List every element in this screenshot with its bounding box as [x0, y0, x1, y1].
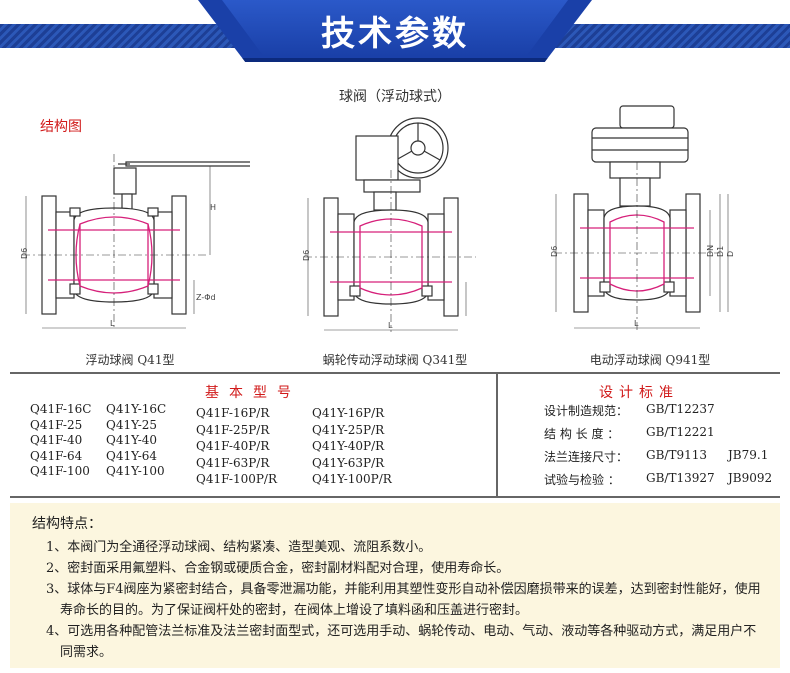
- dim-label-dn: DN: [706, 245, 715, 257]
- structure-label: 结构图: [40, 119, 82, 135]
- standard-value: GB/T12237: [646, 402, 715, 416]
- dim-label-l-2: L: [388, 321, 393, 330]
- spec-divider: [496, 374, 498, 496]
- lever-handle: [125, 161, 250, 167]
- standard-value: GB/T12221: [646, 425, 715, 439]
- features-panel: 结构特点： 1、本阀门为全通径浮动球阀、结构紧凑、造型美观、流阻系数小。 2、密…: [10, 503, 780, 668]
- feature-item: 3、球体与F4阀座为紧密封结合，具备零泄漏功能，并能利用其塑性变形自动补偿因磨损…: [46, 582, 761, 618]
- models-col-2: Q41Y-16C Q41Y-25 Q41Y-40 Q41Y-64 Q41Y-10…: [106, 402, 166, 480]
- dim-label-d6-3: D6: [550, 246, 559, 257]
- model-item: Q41F-100P/R: [196, 472, 278, 486]
- page-title: 技术参数: [321, 14, 469, 54]
- valve-drawing-q941: D6 DN D1 D L: [550, 105, 735, 332]
- model-item: Q41F-40: [30, 433, 83, 447]
- model-item: Q41F-16P/R: [196, 406, 270, 420]
- feature-item: 1、本阀门为全通径浮动球阀、结构紧凑、造型美观、流阻系数小。: [46, 540, 432, 555]
- valve-drawing-q41: D6 H L Z-Φd: [20, 154, 250, 329]
- standard-extra: JB79.1: [728, 448, 769, 462]
- model-item: Q41Y-63P/R: [312, 455, 385, 470]
- models-col-3: Q41F-16P/R Q41F-25P/R Q41F-40P/R Q41F-63…: [196, 405, 277, 488]
- dim-label-l-3: L: [634, 319, 639, 328]
- banner-tab-highlight: [222, 0, 568, 56]
- models-col-1: Q41F-16C Q41F-25 Q41F-40 Q41F-64 Q41F-10…: [30, 402, 91, 480]
- dim-label-d1: D1: [716, 246, 725, 257]
- model-item: Q41Y-16P/R: [312, 406, 385, 420]
- model-item: Q41F-25: [30, 417, 83, 432]
- model-item: Q41Y-40: [106, 433, 158, 447]
- dim-label-d6-2: D6: [302, 250, 311, 261]
- standard-label: 试验与检验 ：: [544, 473, 620, 487]
- model-item: Q41Y-40P/R: [312, 439, 385, 453]
- dim-label-d6: D6: [20, 248, 29, 259]
- model-item: Q41F-64: [30, 448, 83, 463]
- standard-label: 法兰连接尺寸：: [544, 450, 629, 464]
- dim-label-l: L: [110, 319, 115, 328]
- standard-value: GB/T9113: [646, 448, 707, 462]
- features-list: 1、本阀门为全通径浮动球阀、结构紧凑、造型美观、流阻系数小。 2、密封面采用氟塑…: [46, 537, 766, 663]
- standard-label: 结 构 长 度 ：: [544, 427, 620, 441]
- features-title: 结构特点：: [32, 516, 102, 532]
- models-heading: 基本型号: [205, 385, 301, 401]
- model-item: Q41Y-25: [106, 417, 158, 432]
- dim-label-d: D: [726, 251, 735, 257]
- dim-label-z: Z-Φd: [196, 293, 216, 302]
- feature-item: 2、密封面采用氟塑料、合金钢或硬质合金，密封副材料配对合理，使用寿命长。: [46, 561, 510, 576]
- standard-value: GB/T13927: [646, 471, 715, 485]
- feature-item: 4、可选用各种配管法兰标准及法兰密封面型式，还可选用手动、蜗轮传动、电动、气动、…: [46, 624, 757, 660]
- standard-extra: JB9092: [728, 471, 773, 485]
- model-item: Q41Y-100P/R: [312, 472, 392, 486]
- standard-label: 设计制造规范：: [544, 404, 629, 418]
- model-item: Q41F-100: [30, 464, 90, 478]
- dim-label-h: H: [210, 203, 216, 212]
- model-item: Q41Y-100: [106, 464, 165, 478]
- model-item: Q41F-16C: [30, 402, 92, 416]
- section-subtitle: 球阀（浮动球式）: [339, 89, 451, 105]
- model-item: Q41Y-64: [106, 448, 158, 463]
- model-item: Q41F-25P/R: [196, 422, 270, 437]
- model-item: Q41F-40P/R: [196, 439, 270, 453]
- model-item: Q41Y-16C: [106, 402, 167, 416]
- models-col-4: Q41Y-16P/R Q41Y-25P/R Q41Y-40P/R Q41Y-63…: [312, 405, 392, 488]
- drawing-caption-q341: 蜗轮传动浮动球阀 Q341型: [322, 353, 468, 367]
- valve-drawing-q341: D6 L: [302, 117, 476, 332]
- model-item: Q41Y-25P/R: [312, 422, 385, 437]
- drawing-caption-q41: 浮动球阀 Q41型: [85, 353, 175, 367]
- model-item: Q41F-63P/R: [196, 455, 270, 470]
- header-banner: 技术参数: [0, 0, 790, 62]
- standards-heading: 设计标准: [599, 385, 679, 401]
- drawing-caption-q941: 电动浮动球阀 Q941型: [589, 353, 711, 367]
- spec-table: 基本型号 设计标准 Q41F-16C Q41F-25 Q41F-40 Q41F-…: [10, 372, 780, 498]
